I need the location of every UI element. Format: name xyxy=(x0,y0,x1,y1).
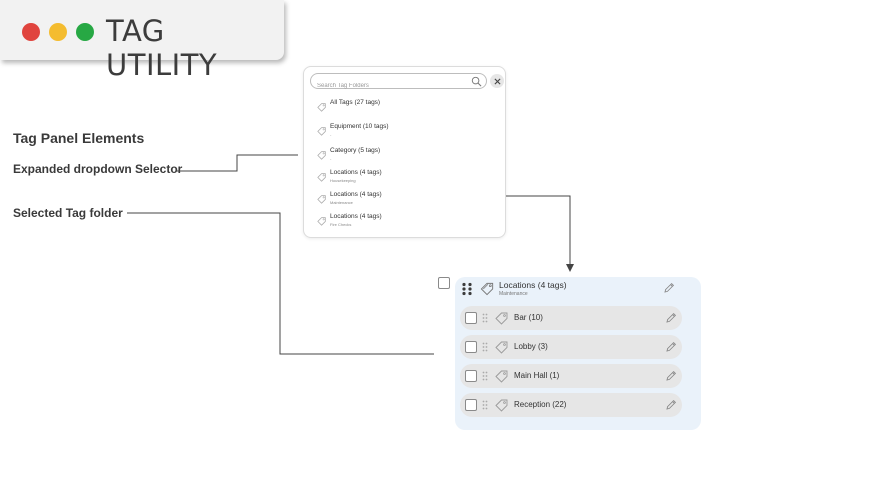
app-title: TAG UTILITY xyxy=(106,14,218,82)
tag-icon xyxy=(317,127,326,136)
tag-icon xyxy=(495,312,508,325)
tag-checkbox[interactable] xyxy=(465,312,477,324)
search-box[interactable] xyxy=(310,73,487,93)
tag-label: Lobby (3) xyxy=(514,342,548,351)
drag-handle-icon[interactable] xyxy=(482,371,488,381)
drag-handle-icon[interactable] xyxy=(482,313,488,323)
folder-item-label: Category (5 tags) xyxy=(330,147,381,154)
edit-tag-icon[interactable] xyxy=(665,399,677,411)
folder-item-sublabel: Maintenance xyxy=(330,200,353,205)
folder-item[interactable]: Equipment (10 tags) - xyxy=(316,123,496,143)
folder-item[interactable]: Locations (4 tags) Fire Checks xyxy=(316,213,496,233)
tags-icon xyxy=(480,282,494,296)
tag-checkbox[interactable] xyxy=(465,370,477,382)
window-minimize-dot[interactable] xyxy=(49,23,67,41)
drag-handle-icon[interactable] xyxy=(461,282,473,296)
tag-icon xyxy=(495,370,508,383)
folder-subtitle: Maintenance xyxy=(499,291,528,297)
drag-handle-icon[interactable] xyxy=(482,400,488,410)
tag-label: Reception (22) xyxy=(514,400,567,409)
tag-icon xyxy=(317,103,326,112)
folder-item-sublabel: - xyxy=(330,156,332,161)
connector-dropdown xyxy=(176,154,298,172)
edit-tag-icon[interactable] xyxy=(665,341,677,353)
folder-item[interactable]: Category (5 tags) - xyxy=(316,147,496,167)
tag-icon xyxy=(317,217,326,226)
folder-item-sublabel: Housekeeping xyxy=(330,178,356,183)
tag-icon xyxy=(495,341,508,354)
window-close-dot[interactable] xyxy=(22,23,40,41)
edit-tag-icon[interactable] xyxy=(665,312,677,324)
tag-folder-dropdown: All Tags (27 tags)Equipment (10 tags)-Ca… xyxy=(303,66,506,238)
drag-handle-icon[interactable] xyxy=(482,342,488,352)
folder-item-label: Locations (4 tags) xyxy=(330,213,382,220)
tag-icon xyxy=(317,151,326,160)
tag-icon xyxy=(317,195,326,204)
tag-row[interactable]: Lobby (3) xyxy=(460,335,682,359)
window-maximize-dot[interactable] xyxy=(76,23,94,41)
folder-item[interactable]: Locations (4 tags) Housekeeping xyxy=(316,169,496,189)
folder-checkbox[interactable] xyxy=(438,277,450,289)
annotation-selected-label: Selected Tag folder xyxy=(13,206,123,220)
folder-item-label: Locations (4 tags) xyxy=(330,169,382,176)
tag-icon xyxy=(495,399,508,412)
tag-label: Main Hall (1) xyxy=(514,371,560,380)
tag-row[interactable]: Bar (10) xyxy=(460,306,682,330)
folder-item[interactable]: Locations (4 tags) Maintenance xyxy=(316,191,496,211)
tag-row[interactable]: Reception (22) xyxy=(460,393,682,417)
search-input[interactable] xyxy=(317,79,467,93)
folder-item[interactable]: All Tags (27 tags) xyxy=(316,99,496,119)
annotation-dropdown-label: Expanded dropdown Selector xyxy=(13,162,183,176)
folder-item-label: Equipment (10 tags) xyxy=(330,123,389,130)
edit-folder-icon[interactable] xyxy=(663,282,675,294)
close-icon xyxy=(493,77,501,85)
tag-row[interactable]: Main Hall (1) xyxy=(460,364,682,388)
folder-title: Locations (4 tags) xyxy=(499,280,567,290)
folder-item-label: All Tags (27 tags) xyxy=(330,99,381,106)
close-button[interactable] xyxy=(490,74,504,88)
folder-item-sublabel: Fire Checks xyxy=(330,222,352,227)
edit-tag-icon[interactable] xyxy=(665,370,677,382)
tag-checkbox[interactable] xyxy=(465,341,477,353)
folder-item-label: Locations (4 tags) xyxy=(330,191,382,198)
tag-label: Bar (10) xyxy=(514,313,543,322)
search-icon[interactable] xyxy=(471,76,482,87)
tag-icon xyxy=(317,173,326,182)
title-card: TAG UTILITY xyxy=(0,0,284,82)
annotation-heading: Tag Panel Elements xyxy=(13,130,145,146)
tag-checkbox[interactable] xyxy=(465,399,477,411)
folder-item-sublabel: - xyxy=(330,132,332,137)
